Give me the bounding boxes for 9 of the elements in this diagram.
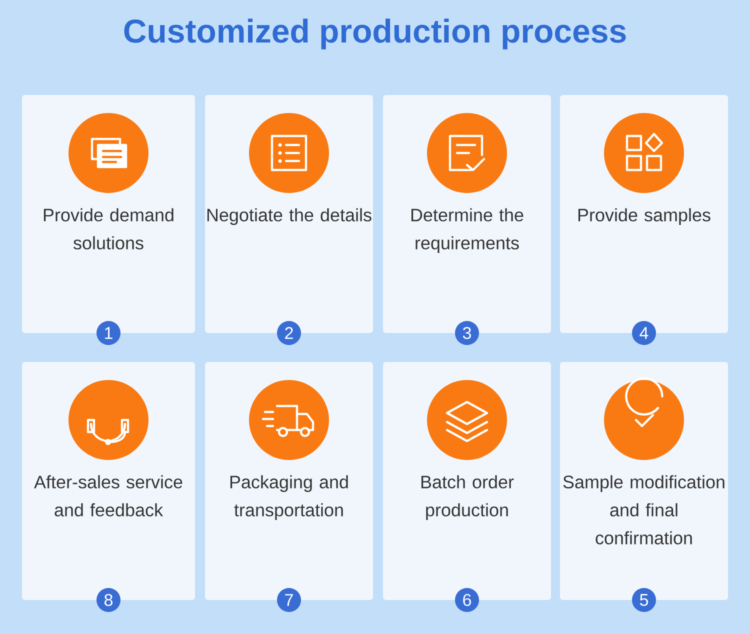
title: Customized production process xyxy=(124,18,626,50)
step-number: 1 xyxy=(96,321,120,345)
step-number: 7 xyxy=(277,588,301,612)
step-number: 5 xyxy=(632,588,656,612)
step-number: 2 xyxy=(277,321,301,345)
step-number: 3 xyxy=(455,321,479,345)
step-number: 4 xyxy=(632,321,656,345)
step-number: 6 xyxy=(455,588,479,612)
step-number: 8 xyxy=(96,588,120,612)
